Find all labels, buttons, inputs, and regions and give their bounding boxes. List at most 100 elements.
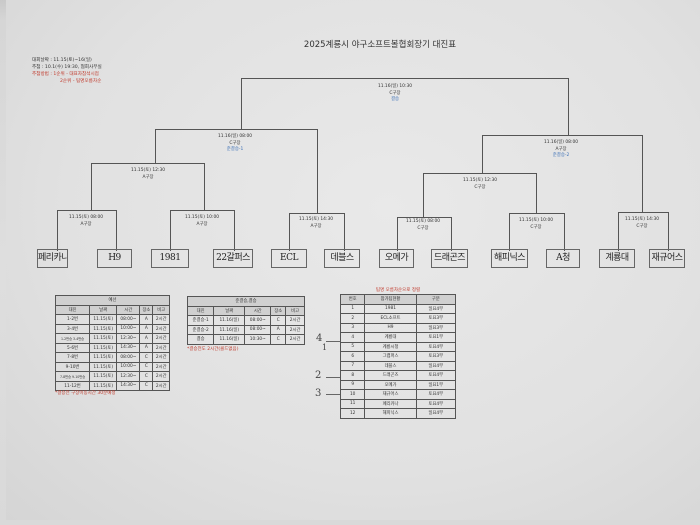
team-box: 22갈퍼스	[213, 249, 253, 268]
table-cell: C	[139, 352, 154, 363]
match-name: 준결승-2	[552, 153, 570, 158]
table-cell: 11.16(일)	[213, 315, 246, 326]
bracket-match-box	[397, 217, 452, 251]
table-cell: 11.15(토)	[89, 380, 118, 391]
table-cell: 5-6번	[54, 342, 91, 353]
match-date: 11.15(토) 08:00	[68, 215, 104, 220]
bracket-line	[482, 135, 642, 136]
table-cell: 11.15(토)	[89, 361, 118, 372]
column-header: 시간	[116, 304, 141, 315]
page-title: 2025계룡시 야구소프트볼협회장기 대진표	[303, 40, 457, 50]
team-box: 페리카나	[37, 249, 68, 268]
team-box: 데블스	[324, 249, 360, 268]
table-cell: 재규어스	[364, 389, 417, 400]
table-cell: C	[270, 334, 287, 345]
table-cell: 2시간	[152, 323, 170, 334]
table-cell: 드래곤즈	[364, 370, 417, 381]
table-cell: 3	[339, 322, 366, 333]
table-cell: 08:00~	[244, 324, 272, 335]
match-field: A구장	[310, 223, 322, 229]
pointer-dash	[326, 377, 340, 378]
table-cell: 1-2번	[54, 314, 91, 325]
table-cell: 토요4부	[415, 389, 457, 400]
table-cell: 6	[339, 351, 366, 362]
table-cell: 12:30~	[116, 371, 141, 382]
table-cell: 3-4번	[54, 323, 91, 334]
bracket-line	[642, 135, 643, 212]
table-cell: 2시간	[152, 352, 170, 363]
match-date: 11.15(토) 10:00	[184, 215, 220, 220]
column-header: 구분	[415, 294, 457, 305]
table-cell: 4	[339, 332, 366, 343]
table-cell: 11.15(토)	[89, 333, 118, 344]
pointer-dash	[326, 341, 340, 342]
match-date: 11.16(일) 10:30	[377, 84, 413, 89]
table-cell: 2시간	[152, 361, 170, 372]
match-field: C구장	[417, 225, 429, 231]
table-cell: 8	[339, 370, 366, 381]
table-cell: 2	[339, 313, 366, 324]
match-field: C구장	[636, 223, 648, 229]
table-cell: 결승	[186, 334, 215, 345]
team-box: 오메가	[379, 249, 414, 268]
column-header: 참가팀현황	[364, 294, 417, 305]
bracket-match-box	[618, 212, 669, 251]
pointer-dash	[326, 394, 340, 395]
bracket-line	[241, 78, 568, 79]
team-box: H9	[97, 249, 132, 268]
table-cell: 해피닉스	[364, 408, 417, 419]
table-title: 준결승,결승	[187, 296, 305, 307]
bracket-line	[91, 163, 204, 164]
table-cell: 10:00~	[116, 323, 141, 334]
table-cell: C	[139, 380, 154, 391]
table-cell: A	[270, 324, 287, 335]
match-date: 11.16(일) 08:00	[543, 140, 579, 145]
table-cell: 7-8번	[54, 352, 91, 363]
table-cell: C	[270, 315, 287, 326]
table-cell: 11.16(일)	[213, 334, 246, 345]
bracket-line	[155, 129, 156, 163]
table-cell: 계룡대	[364, 332, 417, 343]
bracket-match-box	[509, 213, 565, 251]
table-title: 예선	[55, 295, 170, 306]
table-cell: 12	[339, 408, 366, 419]
bracket-line	[317, 129, 318, 213]
bracket-line	[423, 173, 424, 217]
paper-sheet	[6, 0, 700, 520]
match-date: 11.15(토) 14:30	[298, 217, 334, 222]
table-cell: 데블스	[364, 360, 417, 371]
info-draw: 추첨 : 10.1(수) 19:30, 협회사무실	[32, 65, 102, 70]
table-cell: 9	[339, 379, 366, 390]
match-date: 11.15(토) 14:30	[624, 217, 660, 222]
table-cell: A	[139, 314, 154, 325]
table-cell: 2시간	[152, 371, 170, 382]
info-dates: 대회날짜 : 11.15(토)~16(일)	[32, 58, 92, 63]
column-header: 장소	[139, 304, 154, 315]
bracket-line	[536, 173, 537, 213]
table-cell: 11.15(토)	[89, 371, 118, 382]
qf-left-label: 11.15(토) 12:30 A구장	[108, 168, 188, 181]
table-cell: 14:30~	[116, 380, 141, 391]
team-box: ECL	[271, 249, 307, 268]
match-date: 11.15(토) 12:30	[130, 168, 166, 173]
table-cell: 그랩퍼스	[364, 351, 417, 362]
table-cell: 일요1부	[415, 379, 457, 390]
